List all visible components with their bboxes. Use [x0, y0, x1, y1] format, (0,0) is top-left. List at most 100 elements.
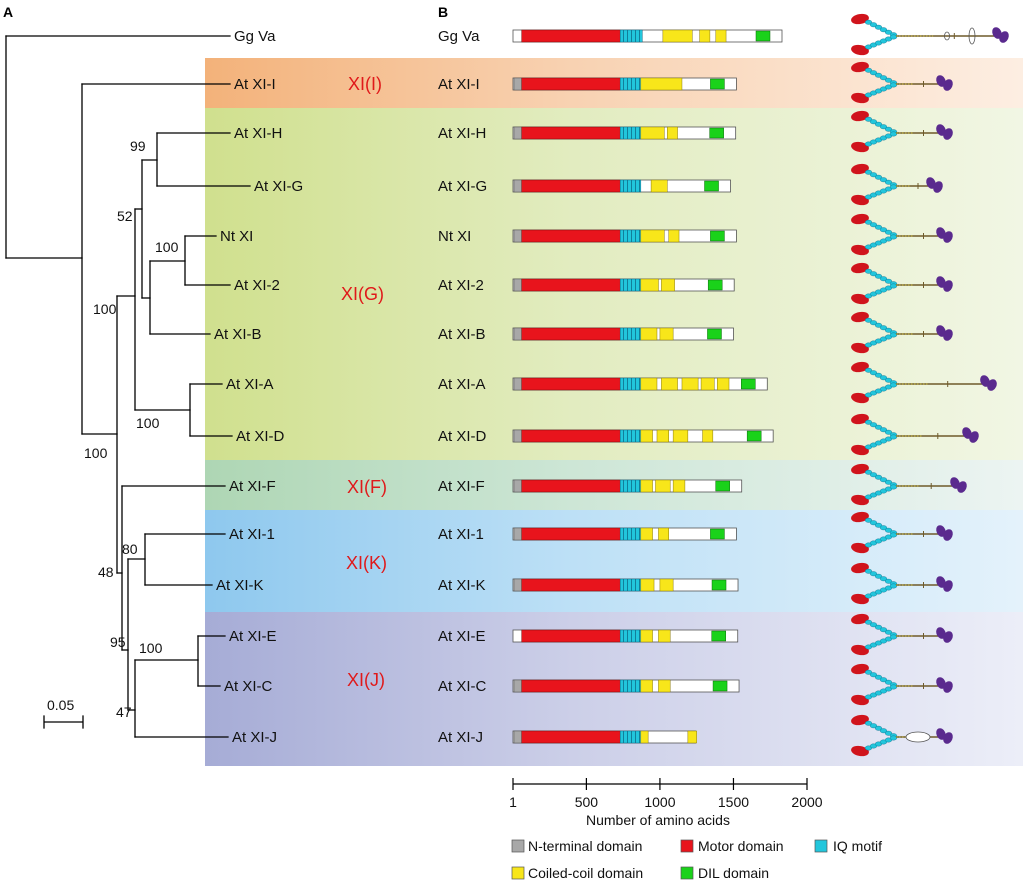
- iq-bead: [889, 484, 898, 490]
- bootstrap-value: 100: [84, 445, 108, 461]
- dil-domain: [711, 579, 727, 591]
- domain-row-label: At XI-F: [438, 478, 485, 495]
- molecule-schematics: [851, 13, 1009, 757]
- dil-domain: [710, 528, 725, 540]
- iq-bead: [869, 271, 878, 277]
- coiled-coil-domain: [702, 429, 714, 443]
- motor-head: [851, 613, 869, 625]
- tail-loop: [905, 731, 931, 743]
- myosin-molecule-icon: [851, 413, 979, 456]
- iq-bead: [884, 527, 893, 533]
- legend-swatch-n-terminal: [511, 839, 525, 853]
- myosin-molecule-icon: [851, 511, 953, 554]
- coiled-coil-domain: [640, 679, 653, 693]
- iq-bead: [884, 278, 893, 284]
- domain-row-labels: Gg Va At XI-I At XI-H At XI-G Nt XI At X…: [438, 28, 487, 746]
- motor-domain: [521, 126, 621, 140]
- legend-label: N-terminal domain: [528, 838, 642, 854]
- dil-domain: [709, 127, 724, 139]
- coiled-coil-domain: [658, 679, 671, 693]
- iq-motif: [619, 479, 642, 493]
- leaf-label: At XI-I: [234, 76, 276, 93]
- bootstrap-value: 99: [130, 138, 146, 154]
- dil-domain: [715, 480, 730, 492]
- iq-bead: [874, 174, 883, 180]
- motor-head: [851, 61, 869, 73]
- iq-bead: [874, 624, 883, 630]
- motor-domain: [521, 479, 621, 493]
- iq-bead: [879, 375, 888, 381]
- coiled-coil-domain: [640, 278, 659, 292]
- iq-bead: [884, 479, 893, 485]
- globular-tail-domain: [936, 677, 946, 689]
- iq-bead: [889, 382, 898, 388]
- iq-motif: [619, 29, 643, 43]
- leaf-label: At XI-1: [229, 526, 275, 543]
- tail-loop: [968, 27, 976, 45]
- iq-bead: [889, 332, 898, 338]
- domain-bar: [512, 730, 697, 744]
- iq-bead: [869, 422, 878, 428]
- iq-bead: [889, 684, 898, 690]
- globular-tail-domain: [943, 231, 953, 243]
- iq-motif: [619, 126, 642, 140]
- iq-bead: [874, 522, 883, 528]
- coiled-coil-domain: [687, 730, 697, 744]
- bootstrap-value: 100: [139, 640, 163, 656]
- legend-swatch-iq: [814, 839, 828, 853]
- domain-bar: [512, 126, 737, 140]
- leaf-label: At XI-A: [226, 376, 274, 393]
- iq-bead: [869, 520, 878, 526]
- motor-head: [851, 163, 869, 175]
- group-label-XI-K: XI(K): [346, 553, 387, 573]
- globular-tail-domain: [933, 181, 943, 193]
- domain-row-label: At XI-A: [438, 376, 486, 393]
- coiled-coil-domain: [650, 179, 668, 193]
- myosin-molecule-icon: [851, 262, 953, 305]
- iq-bead: [889, 234, 898, 240]
- domain-bar: [512, 327, 734, 341]
- globular-tail-domain: [980, 375, 990, 387]
- coiled-coil-domain: [668, 229, 680, 243]
- domain-bar: [512, 29, 783, 43]
- iq-motif: [619, 377, 642, 391]
- motor-head: [851, 194, 869, 206]
- motor-head: [851, 663, 869, 675]
- domain-bar: [512, 377, 768, 391]
- myosin-molecule-icon: [851, 163, 943, 206]
- motor-domain: [521, 278, 621, 292]
- motor-head: [851, 342, 869, 354]
- coiled-coil-domain: [640, 578, 655, 592]
- domain-bar: [512, 679, 740, 693]
- coiled-coil-domain: [640, 629, 653, 643]
- coiled-coil-domain: [681, 377, 699, 391]
- iq-bead: [879, 477, 888, 483]
- iq-bead: [874, 273, 883, 279]
- coiled-coil-domain: [640, 527, 653, 541]
- axis-tick-label: 2000: [791, 794, 822, 810]
- coiled-coil-domain: [661, 278, 675, 292]
- domain-row-label: Nt XI: [438, 228, 471, 245]
- iq-bead: [889, 34, 898, 40]
- iq-bead: [889, 583, 898, 589]
- iq-bead: [879, 576, 888, 582]
- group-bands: [205, 58, 1023, 766]
- axis-label: Number of amino acids: [586, 812, 730, 828]
- coiled-coil-domain: [656, 429, 669, 443]
- coiled-coil-domain: [640, 377, 658, 391]
- iq-bead: [874, 322, 883, 328]
- group-labels: XI(I) XI(G) XI(F) XI(K) XI(J): [341, 74, 387, 690]
- legend-label: Motor domain: [698, 838, 784, 854]
- iq-bead: [869, 172, 878, 178]
- motor-head: [851, 141, 869, 153]
- iq-bead: [884, 679, 893, 685]
- globular-tail-domain: [936, 576, 946, 588]
- myosin-molecule-icon: [851, 463, 967, 506]
- leaf-label: At XI-K: [216, 577, 264, 594]
- dil-domain: [755, 30, 771, 42]
- iq-bead: [889, 434, 898, 440]
- coiled-coil-domain: [699, 29, 711, 43]
- motor-head: [851, 463, 869, 475]
- legend-label: IQ motif: [833, 838, 882, 854]
- domain-row-label: Gg Va: [438, 28, 480, 45]
